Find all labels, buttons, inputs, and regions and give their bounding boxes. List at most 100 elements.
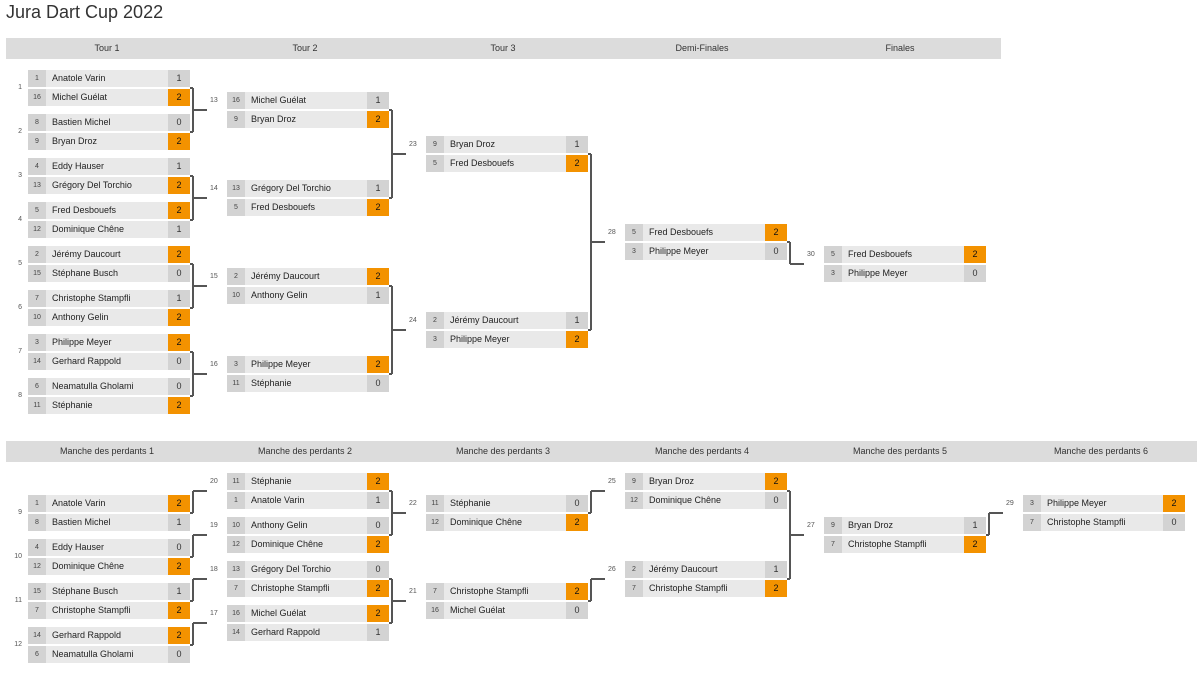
player-name: Dominique Chêne <box>52 224 125 234</box>
player-name: Philippe Meyer <box>450 334 510 344</box>
score-winner: 2 <box>168 309 190 326</box>
score: 0 <box>367 517 389 534</box>
score-winner: 2 <box>765 473 787 490</box>
player-name: Christophe Stampfli <box>1047 517 1126 527</box>
player-name: Grégory Del Torchio <box>251 183 331 193</box>
score: 1 <box>168 70 190 87</box>
player-name: Gerhard Rappold <box>52 630 122 640</box>
player-name: Eddy Hauser <box>52 161 105 171</box>
seed-badge: 7 <box>28 602 46 619</box>
player-name: Stéphane Busch <box>52 586 119 596</box>
seed-badge: 12 <box>28 221 46 238</box>
seed-badge: 7 <box>625 580 643 597</box>
player-name: Dominique Chêne <box>450 517 523 527</box>
seed-badge: 10 <box>227 287 245 304</box>
score-winner: 2 <box>765 224 787 241</box>
score-winner: 2 <box>168 397 190 414</box>
player-name: Christophe Stampfli <box>649 583 728 593</box>
player-name: Christophe Stampfli <box>848 539 927 549</box>
winners-header-4: Demi-Finales <box>675 43 729 53</box>
player-name: Jérémy Daucourt <box>251 271 320 281</box>
seed-badge: 4 <box>28 539 46 556</box>
score-winner: 2 <box>367 605 389 622</box>
score: 0 <box>168 265 190 282</box>
player-name: Anatole Varin <box>52 498 106 508</box>
score: 1 <box>765 561 787 578</box>
player-name: Anthony Gelin <box>251 520 308 530</box>
seed-badge: 15 <box>28 265 46 282</box>
seed-badge: 3 <box>426 331 444 348</box>
player-name: Philippe Meyer <box>251 359 311 369</box>
player-name: Philippe Meyer <box>52 337 112 347</box>
player-slot[interactable]: 3 Philippe Meyer 2 <box>426 331 588 349</box>
score: 1 <box>168 514 190 531</box>
match-number: 16 <box>210 361 218 368</box>
winners-header-3: Tour 3 <box>490 43 516 53</box>
score-winner: 2 <box>168 627 190 644</box>
score-winner: 2 <box>566 331 588 348</box>
seed-badge: 14 <box>227 624 245 641</box>
player-name: Bryan Droz <box>848 520 894 530</box>
player-name: Neamatulla Gholami <box>52 649 134 659</box>
